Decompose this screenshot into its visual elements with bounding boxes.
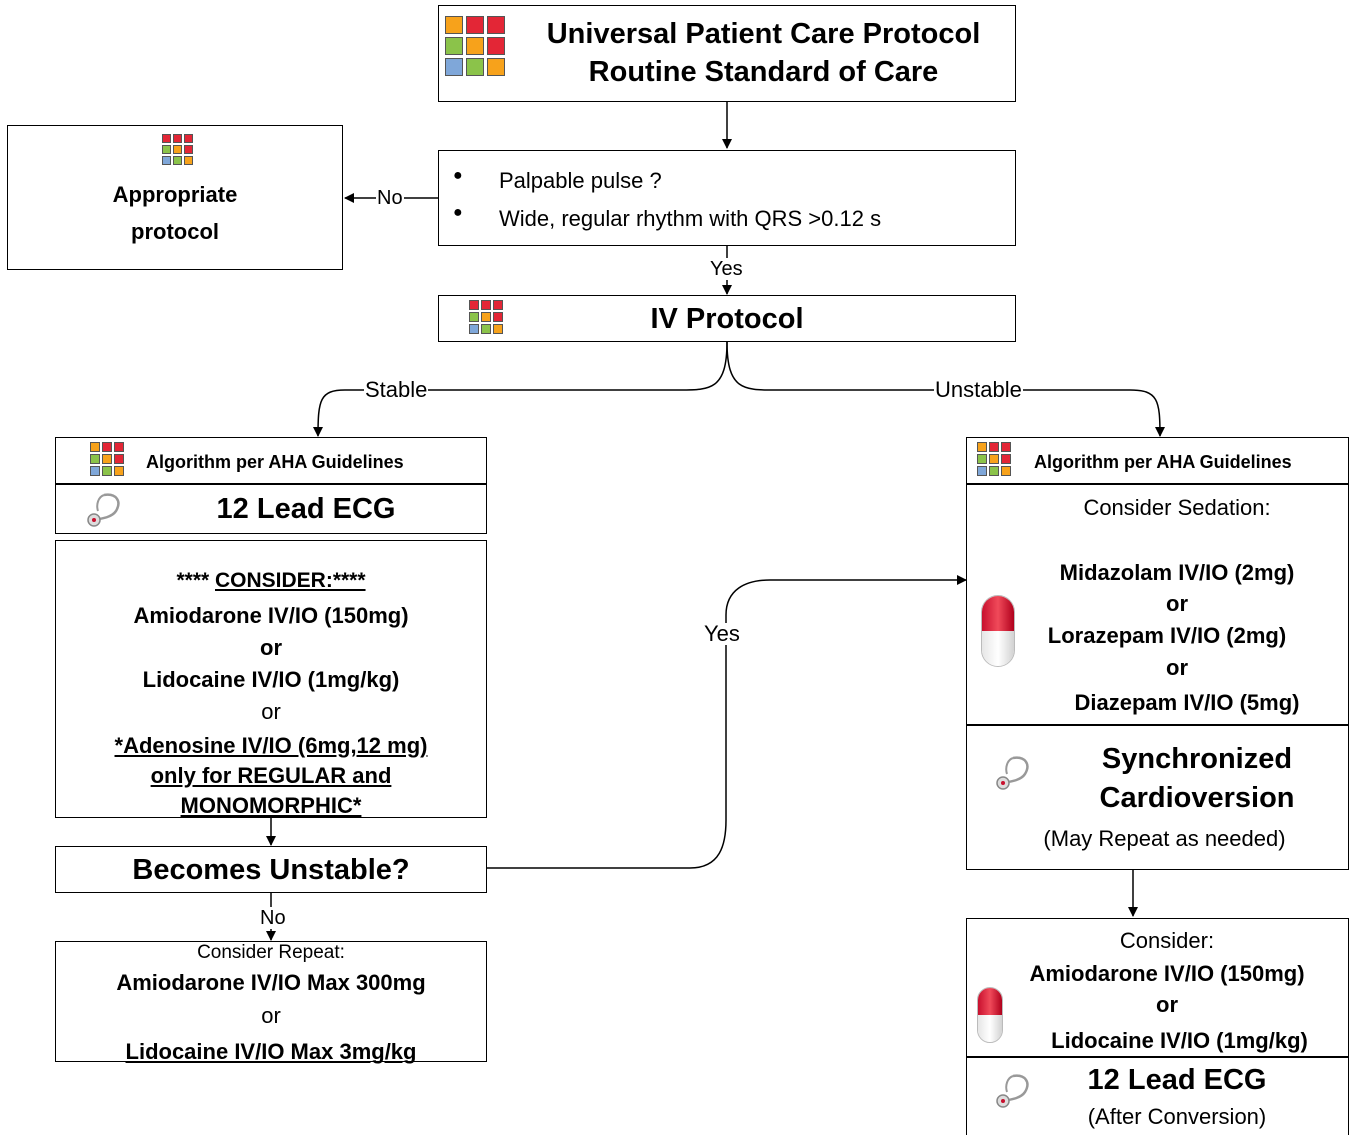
- repeat-lidocaine: Lidocaine IV/IO Max 3mg/kg: [125, 1039, 417, 1064]
- edge-label-stable: Stable: [364, 377, 429, 402]
- cardioversion-line-2: Cardioversion: [1099, 782, 1295, 814]
- consider-adenosine-note-1: only for REGULAR and: [150, 763, 392, 788]
- sedation-box: Consider Sedation: Midazolam IV/IO (2mg)…: [966, 484, 1349, 725]
- grid-logo-icon: [445, 16, 505, 76]
- sedation-midazolam: Midazolam IV/IO (2mg): [1059, 560, 1295, 585]
- left-algorithm-title: Algorithm per AHA Guidelines: [146, 452, 404, 472]
- becomes-unstable-label: Becomes Unstable?: [132, 854, 410, 886]
- consider-or-2: or: [261, 699, 281, 724]
- left-algorithm-header: Algorithm per AHA Guidelines: [55, 437, 487, 484]
- bullet-icon: ●: [453, 167, 463, 184]
- consider-label: CONSIDER:****: [215, 569, 366, 592]
- edge-label-unstable: Unstable: [934, 377, 1023, 402]
- arrow-stable: [313, 341, 728, 437]
- title-line-1: Universal Patient Care Protocol: [546, 18, 981, 50]
- iv-protocol-label: IV Protocol: [650, 303, 804, 335]
- consider-adenosine-note-2: MONOMORPHIC*: [180, 793, 362, 818]
- left-ecg-label: 12 Lead ECG: [216, 493, 396, 525]
- appropriate-protocol-box: Appropriate protocol: [7, 125, 343, 270]
- sedation-lorazepam: Lorazepam IV/IO (2mg): [1047, 623, 1287, 648]
- right-consider-or: or: [1156, 992, 1178, 1017]
- right-consider-title: Consider:: [1119, 928, 1215, 953]
- arrow-unstable: [726, 341, 1165, 437]
- bullet-icon: ●: [453, 204, 463, 221]
- consider-adenosine: *Adenosine IV/IO (6mg,12 mg): [114, 733, 428, 758]
- grid-logo-icon: [162, 134, 193, 165]
- consider-or-1: or: [260, 635, 282, 660]
- right-algorithm-title: Algorithm per AHA Guidelines: [1034, 452, 1292, 472]
- grid-logo-icon: [977, 442, 1011, 476]
- right-consider-amiodarone: Amiodarone IV/IO (150mg): [1029, 961, 1305, 986]
- right-ecg-box: 12 Lead ECG (After Conversion): [966, 1057, 1349, 1135]
- right-ecg-label: 12 Lead ECG: [1087, 1064, 1267, 1096]
- consider-heading: **** CONSIDER:****: [56, 569, 486, 593]
- pill-icon: [981, 595, 1015, 667]
- sedation-or-2: or: [1166, 655, 1188, 680]
- right-consider-box: Consider: Amiodarone IV/IO (150mg) or Li…: [966, 918, 1349, 1057]
- edge-label-no-repeat: No: [259, 907, 287, 929]
- appropriate-line-1: Appropriate: [112, 182, 238, 207]
- consider-amiodarone: Amiodarone IV/IO (150mg): [133, 603, 409, 628]
- right-algorithm-header: Algorithm per AHA Guidelines: [966, 437, 1349, 484]
- edge-label-no: No: [376, 187, 404, 209]
- left-ecg-box: 12 Lead ECG: [55, 484, 487, 534]
- sedation-or-1: or: [1166, 591, 1188, 616]
- cardioversion-box: Synchronized Cardioversion (May Repeat a…: [966, 725, 1349, 870]
- stethoscope-icon: [996, 1074, 1029, 1108]
- repeat-amiodarone: Amiodarone IV/IO Max 300mg: [116, 970, 426, 995]
- repeat-or: or: [261, 1003, 281, 1028]
- sedation-diazepam: Diazepam IV/IO (5mg): [1074, 690, 1300, 715]
- criteria-bullet-1: Palpable pulse ?: [499, 168, 662, 193]
- repeat-title: Consider Repeat:: [197, 942, 345, 963]
- cardioversion-line-1: Synchronized: [1101, 743, 1293, 775]
- consider-box: **** CONSIDER:**** Amiodarone IV/IO (150…: [55, 540, 487, 818]
- sedation-title: Consider Sedation:: [1083, 495, 1271, 520]
- arrow-yes-to-right: [487, 575, 967, 869]
- grid-logo-icon: [469, 300, 503, 334]
- criteria-bullet-2: Wide, regular rhythm with QRS >0.12 s: [499, 206, 882, 231]
- title-line-2: Routine Standard of Care: [588, 56, 939, 88]
- grid-logo-icon: [90, 442, 124, 476]
- edge-label-yes: Yes: [709, 258, 744, 280]
- right-ecg-note: (After Conversion): [1087, 1104, 1267, 1129]
- criteria-box: ● Palpable pulse ? ● Wide, regular rhyth…: [438, 150, 1016, 246]
- consider-lidocaine: Lidocaine IV/IO (1mg/kg): [142, 667, 400, 692]
- stethoscope-icon: [87, 493, 120, 527]
- edge-label-yes-cardioversion: Yes: [703, 621, 741, 646]
- iv-protocol-box: IV Protocol: [438, 295, 1016, 342]
- title-box: Universal Patient Care Protocol Routine …: [438, 5, 1016, 102]
- stethoscope-icon: [996, 756, 1029, 790]
- right-consider-lidocaine: Lidocaine IV/IO (1mg/kg): [1051, 1028, 1308, 1053]
- consider-stars: ****: [176, 569, 215, 592]
- cardioversion-note: (May Repeat as needed): [1043, 826, 1286, 851]
- repeat-box: Consider Repeat: Amiodarone IV/IO Max 30…: [55, 941, 487, 1064]
- becomes-unstable-box: Becomes Unstable?: [55, 846, 487, 893]
- pill-icon: [977, 987, 1003, 1043]
- appropriate-line-2: protocol: [131, 219, 219, 244]
